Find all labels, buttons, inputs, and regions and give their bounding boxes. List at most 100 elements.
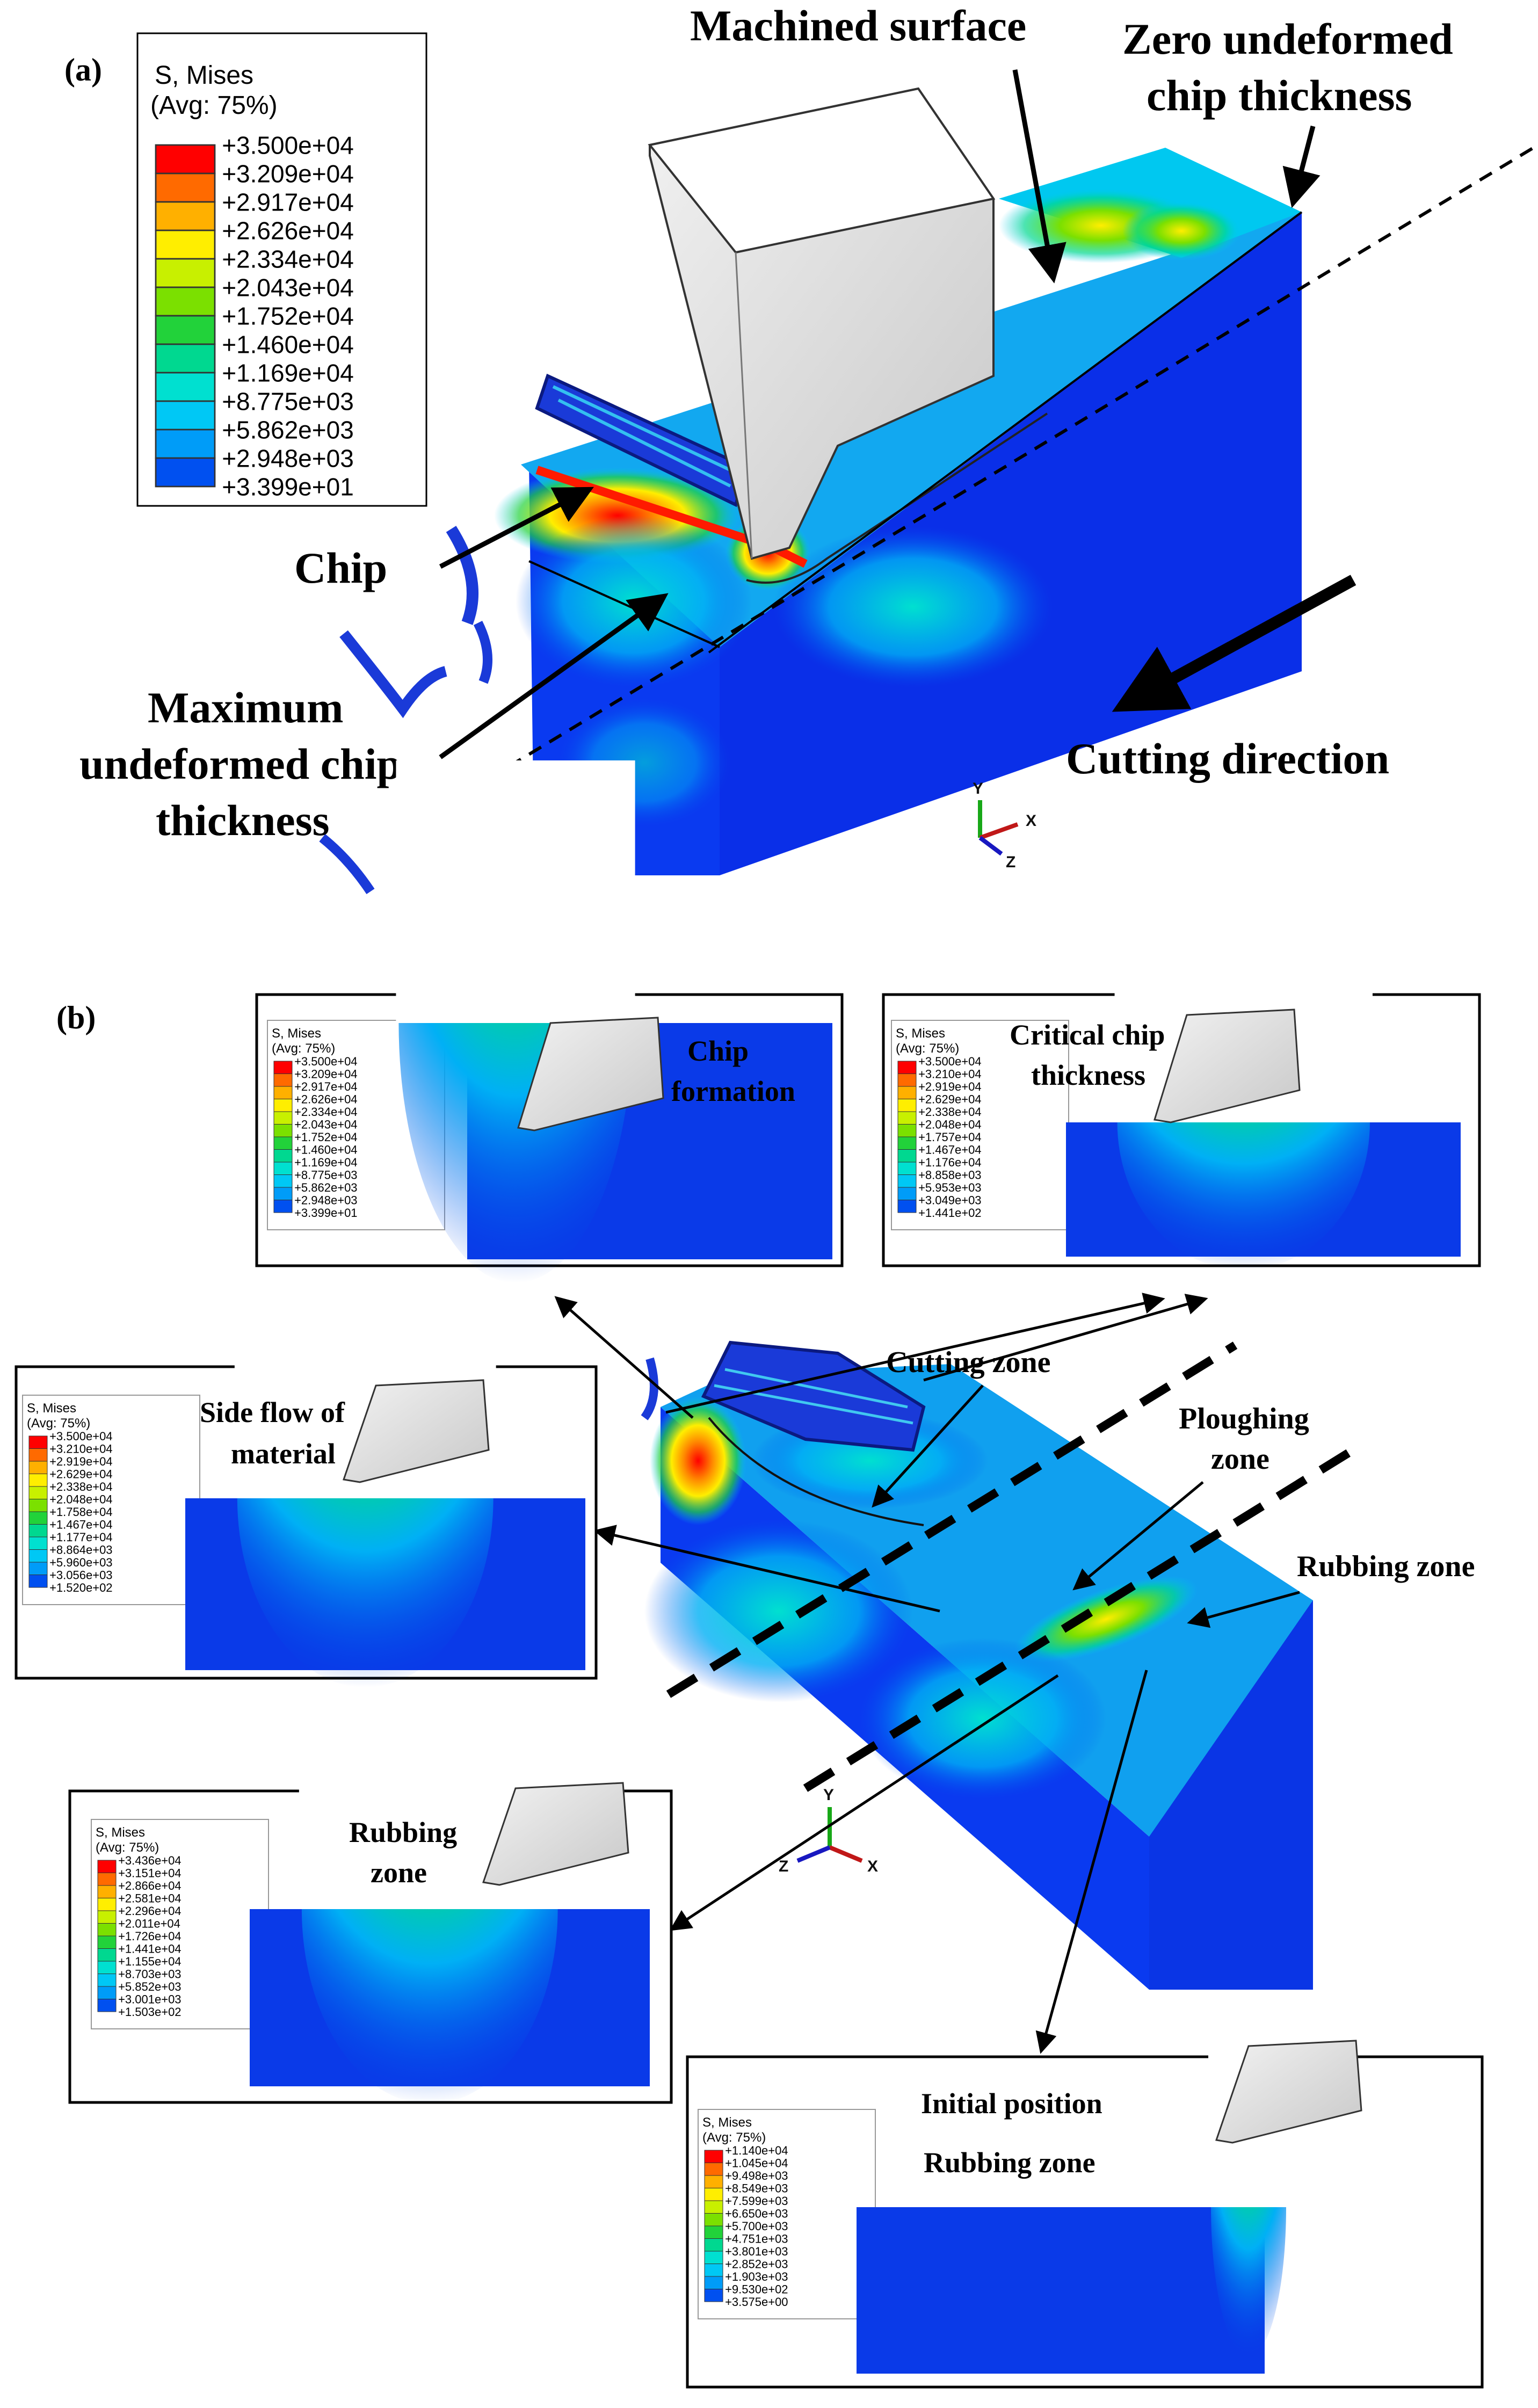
- inset-side-flow-legend-swatch: [28, 1486, 48, 1499]
- inset-rubbing-legend-value: +1.155e+04: [118, 1955, 181, 1968]
- inset-critical-chip-legend-swatch: [897, 1174, 917, 1188]
- legend-a-swatch: [155, 315, 216, 345]
- chip-a: [319, 373, 749, 894]
- inset-rubbing-legend-swatch: [97, 1935, 117, 1949]
- inset-chip-formation-legend-swatch: [273, 1187, 293, 1200]
- inset-initial-legend-value: +1.045e+04: [725, 2156, 788, 2170]
- inset-critical-chip-legend-swatch: [897, 1187, 917, 1200]
- inset-side-flow-legend-swatch: [28, 1461, 48, 1474]
- arrow-zero-undeformed: [1282, 125, 1321, 208]
- inset-critical-chip-legend-value: +3.210e+04: [918, 1067, 981, 1080]
- inset-side-flow-legend-value: +1.467e+04: [49, 1518, 112, 1531]
- inset-chip-formation-legend-value: +2.626e+04: [294, 1092, 357, 1106]
- inset-critical-chip-legend-value: +2.919e+04: [918, 1080, 981, 1093]
- inset-initial-legend-value: +3.575e+00: [725, 2295, 788, 2309]
- panel-b: (b) Cutting zone Ploughing zone Rubbing …: [14, 760, 1484, 2389]
- inset-initial-legend-value: +5.700e+03: [725, 2220, 788, 2233]
- inset-side-flow-legend-value: +2.048e+04: [49, 1492, 112, 1506]
- inset-initial-legend-swatch: [704, 2276, 723, 2289]
- inset-side-flow-legend-value: +2.919e+04: [49, 1455, 112, 1468]
- inset-initial-legend-swatch: [704, 2238, 723, 2252]
- legend-subtitle: (Avg: 75%): [150, 91, 278, 120]
- inset-critical-chip-legend-swatch: [897, 1099, 917, 1112]
- inset-chip-formation-legend-swatch: [273, 1111, 293, 1125]
- inset-chip-formation-legend-swatch: [273, 1136, 293, 1150]
- arrow-to-side-flow: [593, 1525, 940, 1613]
- svg-text:Y: Y: [823, 1786, 834, 1804]
- label-ploughing-line1: Ploughing: [1179, 1402, 1309, 1435]
- inset-chip-formation: S, Mises(Avg: 75%)+3.500e+04+3.209e+04+2…: [255, 760, 844, 1283]
- inset-rubbing-legend-swatch: [97, 1999, 117, 2012]
- inset-side-flow-legend-value: +1.520e+02: [49, 1581, 112, 1594]
- inset-rubbing-legend-swatch: [97, 1910, 117, 1924]
- inset-side-flow-legend-swatch: [28, 1499, 48, 1512]
- inset-chip-formation-legend-value: +2.334e+04: [294, 1105, 357, 1119]
- inset-rubbing-legend-value: +1.726e+04: [118, 1930, 181, 1943]
- inset-rubbing: S, Mises(Avg: 75%)+3.436e+04+3.151e+04+2…: [68, 1711, 673, 2104]
- inset-chip-formation-legend-swatch: [273, 1174, 293, 1188]
- inset-rubbing-legend-swatch: [97, 1873, 117, 1886]
- inset-initial-label-line2: Rubbing zone: [924, 2146, 1096, 2179]
- inset-side-flow-legend-value: +2.338e+04: [49, 1480, 112, 1493]
- label-max-line3: thickness: [156, 796, 330, 845]
- inset-initial-legend-value: +9.498e+03: [725, 2169, 788, 2182]
- inset-chip-formation-legend-swatch: [273, 1074, 293, 1087]
- label-max-line2: undeformed chip: [79, 739, 401, 788]
- inset-rubbing-legend-swatch: [97, 1974, 117, 1987]
- inset-rubbing-legend-swatch: [97, 1885, 117, 1898]
- inset-chip-formation-legend-swatch: [273, 1099, 293, 1112]
- inset-rubbing-legend-frame: [91, 1819, 269, 2029]
- inset-critical-chip-legend-swatch: [897, 1061, 917, 1074]
- arrow-to-critical-chip: [665, 1293, 1165, 1414]
- arrow-machined-surface: [1012, 69, 1067, 284]
- inset-chip-formation-legend-value: +3.209e+04: [294, 1067, 357, 1080]
- inset-initial-tool: [1215, 2040, 1362, 2144]
- svg-text:Y: Y: [973, 780, 983, 797]
- inset-rubbing-legend-swatch: [97, 1948, 117, 1962]
- inset-critical-chip-legend-frame: [891, 1020, 1069, 1230]
- inset-rubbing-legend-title: S, Mises: [96, 1825, 145, 1840]
- inset-initial-legend-swatch: [704, 2200, 723, 2214]
- inset-rubbing-legend-value: +3.151e+04: [118, 1866, 181, 1880]
- inset-rubbing-legend-swatch: [97, 1923, 117, 1936]
- legend-a-swatch: [155, 286, 216, 317]
- inset-side-flow-legend-swatch: [28, 1524, 48, 1537]
- inset-chip-formation-legend-value: +1.169e+04: [294, 1156, 357, 1169]
- inset-rubbing-label-line1: Rubbing: [349, 1816, 457, 1848]
- dashed-reference-line: [488, 143, 1538, 780]
- inset-side-flow-legend-swatch: [28, 1549, 48, 1563]
- label-max-line1: Maximum: [148, 683, 343, 732]
- legend-a-value: +1.169e+04: [222, 359, 354, 387]
- label-machined-surface: Machined surface: [690, 1, 1026, 50]
- inset-initial-legend-value: +2.852e+03: [725, 2257, 788, 2271]
- inset-initial-legend-value: +1.140e+04: [725, 2144, 788, 2157]
- legend-a-value: +2.917e+04: [222, 188, 354, 216]
- inset-side-flow-label-line1: Side flow of: [200, 1396, 345, 1428]
- inset-initial-legend-subtitle: (Avg: 75%): [702, 2130, 766, 2145]
- legend-title: S, Mises: [155, 61, 253, 90]
- inset-side-flow-label-line2: material: [231, 1438, 336, 1470]
- inset-initial-legend-swatch: [704, 2175, 723, 2188]
- inset-rubbing-legend-value: +8.703e+03: [118, 1967, 181, 1981]
- legend-a-swatch: [155, 144, 216, 175]
- inset-chip-formation-legend-value: +1.460e+04: [294, 1143, 357, 1156]
- inset-critical-chip-tool: [1154, 1009, 1301, 1123]
- inset-critical-chip-label-line1: Critical chip: [1010, 1019, 1165, 1051]
- panel-a: (a) S, Mises (Avg: 75%) +3.500e+04+3.209…: [64, 1, 1538, 894]
- inset-critical-chip: S, Mises(Avg: 75%)+3.500e+04+3.210e+04+2…: [882, 972, 1481, 1270]
- inset-side-flow-legend-subtitle: (Avg: 75%): [27, 1416, 90, 1431]
- label-zero-undeformed-line2: chip thickness: [1147, 71, 1412, 120]
- inset-chip-formation-legend-value: +2.948e+03: [294, 1193, 357, 1207]
- legend-a-swatch: [155, 343, 216, 374]
- inset-rubbing-legend-value: +3.001e+03: [118, 1992, 181, 2006]
- arrow-to-initial: [1035, 1670, 1148, 2054]
- panel-b-tag: (b): [56, 1000, 96, 1035]
- inset-critical-chip-legend-swatch: [897, 1149, 917, 1163]
- inset-rubbing-legend-value: +3.436e+04: [118, 1854, 181, 1867]
- inset-side-flow-legend-value: +2.629e+04: [49, 1467, 112, 1481]
- inset-critical-chip-legend-swatch: [897, 1200, 917, 1213]
- inset-chip-formation-label-line2: formation: [671, 1075, 795, 1107]
- inset-initial-legend-swatch: [704, 2188, 723, 2201]
- inset-initial-legend-swatch: [704, 2264, 723, 2277]
- label-cutting-direction: Cutting direction: [1066, 734, 1389, 783]
